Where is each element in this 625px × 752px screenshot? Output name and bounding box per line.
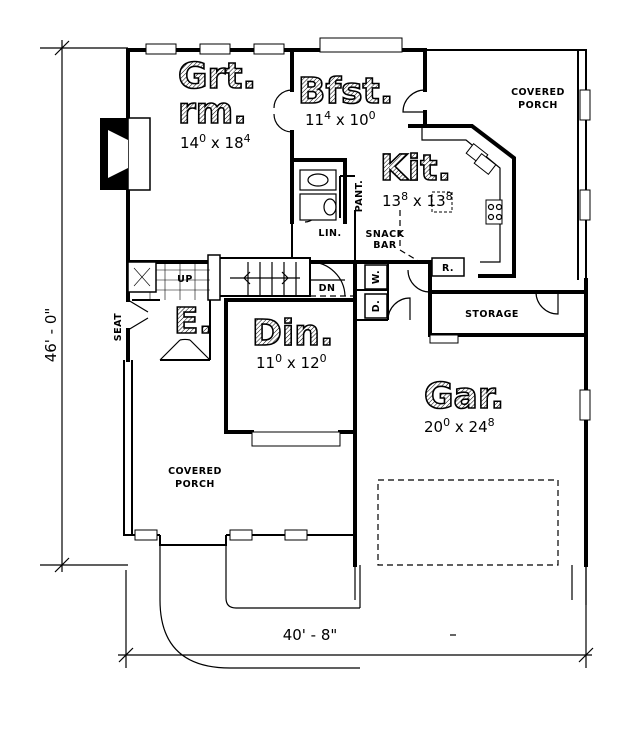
kitchen-counters: [291, 126, 503, 277]
fireplace: [100, 117, 151, 191]
linen-label: LIN.: [318, 228, 341, 239]
depth-dimension: 46' - 0": [42, 308, 60, 363]
svg-text:114 x 100: 114 x 100: [305, 109, 376, 129]
garage-name: Gar.: [424, 376, 504, 417]
dimension-lines: [40, 40, 594, 668]
refrigerator-label: R.: [442, 263, 454, 274]
great-room-size: 140 x 184: [180, 132, 251, 152]
pantry-label: PANT.: [354, 180, 365, 213]
width-dimension: 40' - 8": [283, 626, 338, 644]
doors: [127, 89, 559, 361]
walkway: [159, 545, 587, 669]
dining-name: Din.: [252, 313, 334, 354]
breakfast-name: Bfst.: [298, 71, 393, 112]
exterior-walls: [123, 48, 588, 567]
svg-text:110 x 120: 110 x 120: [256, 352, 327, 372]
covered-porch-bottom-label-2: PORCH: [175, 479, 215, 490]
seat-label: SEAT: [113, 313, 124, 341]
covered-porch-bottom-label-1: COVERED: [168, 466, 222, 477]
snack-bar-label-2: BAR: [373, 240, 397, 251]
breakfast-size: 114 x 100: [305, 109, 376, 129]
stairs-down-label: DN: [319, 283, 336, 294]
snack-bar-label-1: SNACK: [366, 229, 405, 240]
pantry-fixtures: [299, 169, 337, 221]
kitchen-size: 138 x 138: [382, 190, 453, 210]
windows: [134, 37, 591, 541]
svg-text:138 x 138: 138 x 138: [382, 190, 453, 210]
svg-text:140 x 184: 140 x 184: [180, 132, 251, 152]
covered-porch-top-label-1: COVERED: [511, 87, 565, 98]
dining-size: 110 x 120: [256, 352, 327, 372]
stairs: [207, 254, 355, 301]
kitchen-name: Kit.: [380, 148, 451, 189]
entry-tile: [127, 261, 210, 300]
washer-label: W.: [371, 270, 382, 284]
stairs-up-label: UP: [177, 274, 193, 285]
garage-door: [377, 479, 559, 566]
entry-name: E.: [174, 301, 212, 342]
great-room-name-line1: Grt.: [178, 56, 256, 97]
svg-text:200 x 248: 200 x 248: [424, 416, 495, 436]
covered-porch-top-label-2: PORCH: [518, 100, 558, 111]
dryer-label: D.: [371, 300, 382, 313]
storage-label: STORAGE: [465, 309, 519, 320]
garage-size: 200 x 248: [424, 416, 495, 436]
laundry: [364, 264, 388, 319]
great-room-name-line2: rm.: [178, 91, 247, 132]
